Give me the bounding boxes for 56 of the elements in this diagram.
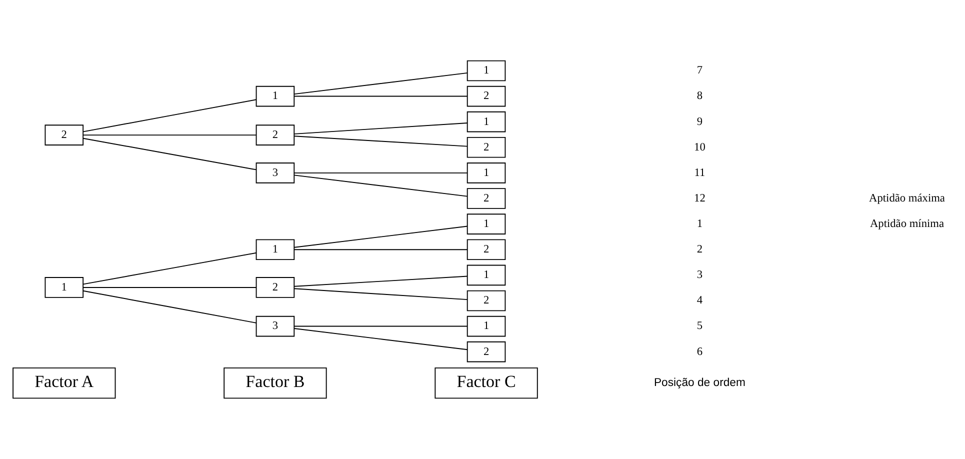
connector bbox=[294, 276, 468, 287]
connector bbox=[294, 96, 468, 97]
connector bbox=[294, 174, 468, 197]
node-box: 3 bbox=[256, 316, 295, 337]
node-box: 2 bbox=[256, 124, 295, 146]
node-box: 1 bbox=[44, 277, 84, 298]
label: 12 bbox=[694, 192, 706, 204]
node-box: 1 bbox=[466, 264, 506, 286]
connector bbox=[82, 134, 257, 136]
label: 8 bbox=[696, 90, 703, 102]
connector bbox=[82, 99, 257, 132]
label: 9 bbox=[696, 116, 703, 128]
connector bbox=[294, 136, 468, 147]
node-box: 2 bbox=[466, 341, 506, 362]
node-box: 2 bbox=[466, 86, 506, 107]
label: 10 bbox=[694, 141, 706, 154]
node-box: 1 bbox=[466, 214, 506, 234]
node-box: 1 bbox=[466, 60, 506, 82]
label: Posição de ordem bbox=[654, 377, 746, 390]
label: Aptidão mínima bbox=[870, 218, 944, 230]
node-box: 1 bbox=[466, 162, 506, 184]
node-box: 1 bbox=[256, 239, 295, 260]
label: 5 bbox=[696, 320, 703, 332]
connector bbox=[82, 287, 257, 288]
node-box: 1 bbox=[466, 111, 506, 132]
connector bbox=[82, 252, 257, 285]
connector bbox=[294, 326, 468, 327]
node-box: Factor A bbox=[12, 367, 116, 399]
connector bbox=[294, 288, 468, 300]
connector bbox=[82, 138, 257, 170]
node-box: 1 bbox=[256, 86, 295, 107]
label: 1 bbox=[696, 218, 703, 230]
label: 11 bbox=[694, 166, 706, 179]
label: 2 bbox=[696, 244, 703, 256]
node-box: 2 bbox=[466, 239, 506, 260]
connector bbox=[294, 72, 468, 95]
label: Aptidão máxima bbox=[869, 192, 945, 204]
label: 4 bbox=[696, 294, 703, 307]
node-box: 1 bbox=[466, 316, 506, 337]
node-box: 2 bbox=[466, 136, 506, 158]
label: 6 bbox=[696, 346, 703, 358]
node-box: Factor B bbox=[224, 367, 327, 399]
connector bbox=[294, 172, 468, 174]
connector bbox=[294, 226, 468, 248]
connector bbox=[294, 122, 468, 134]
label: 3 bbox=[696, 269, 703, 282]
connector bbox=[294, 328, 468, 350]
connector bbox=[294, 249, 468, 250]
label: 7 bbox=[696, 64, 703, 77]
node-box: 2 bbox=[466, 290, 506, 312]
node-box: 2 bbox=[44, 124, 84, 146]
node-box: Factor C bbox=[434, 367, 538, 399]
node-box: 2 bbox=[256, 277, 295, 298]
node-box: 2 bbox=[466, 188, 506, 209]
node-box: 3 bbox=[256, 162, 295, 184]
connector bbox=[82, 290, 257, 324]
